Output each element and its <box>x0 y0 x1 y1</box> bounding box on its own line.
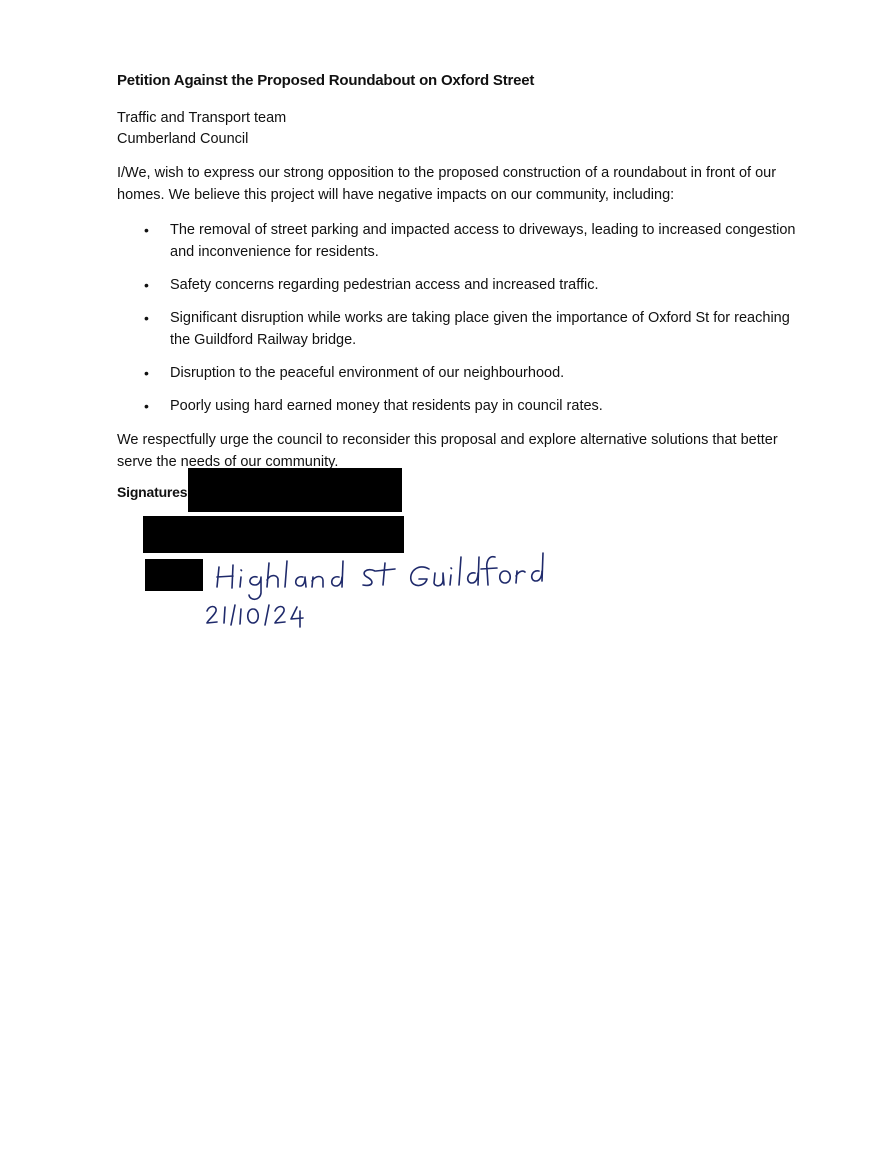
closing-paragraph: We respectfully urge the council to reco… <box>117 432 778 470</box>
bullet-icon: • <box>144 310 149 326</box>
handwritten-address-signature <box>206 552 544 628</box>
bullet-icon: • <box>144 222 149 238</box>
concern-text: Disruption to the peaceful environment o… <box>170 365 565 381</box>
list-item: • Poorly using hard earned money that re… <box>117 395 797 417</box>
intro-paragraph: I/We, wish to express our strong opposit… <box>117 165 777 203</box>
concern-text: The removal of street parking and impact… <box>170 222 796 260</box>
list-item: • The removal of street parking and impa… <box>117 219 797 263</box>
redaction-signature <box>188 468 402 512</box>
list-item: • Safety concerns regarding pedestrian a… <box>117 274 797 296</box>
redaction-house-number <box>145 559 203 591</box>
list-item: • Disruption to the peaceful environment… <box>117 362 797 384</box>
bullet-icon: • <box>144 365 149 381</box>
recipient-council: Cumberland Council <box>117 131 249 147</box>
list-item: • Significant disruption while works are… <box>117 307 797 351</box>
concern-text: Poorly using hard earned money that resi… <box>170 398 603 414</box>
signatures-label: Signatures <box>117 484 188 500</box>
recipient-block: Traffic and Transport team Cumberland Co… <box>117 108 286 150</box>
redaction-name <box>143 516 404 553</box>
recipient-team: Traffic and Transport team <box>117 110 287 126</box>
bullet-icon: • <box>144 277 149 293</box>
petition-title: Petition Against the Proposed Roundabout… <box>117 72 535 89</box>
concern-text: Safety concerns regarding pedestrian acc… <box>170 277 599 293</box>
bullet-icon: • <box>144 398 149 414</box>
concern-text: Significant disruption while works are t… <box>170 310 790 348</box>
concerns-list: • The removal of street parking and impa… <box>117 219 797 428</box>
